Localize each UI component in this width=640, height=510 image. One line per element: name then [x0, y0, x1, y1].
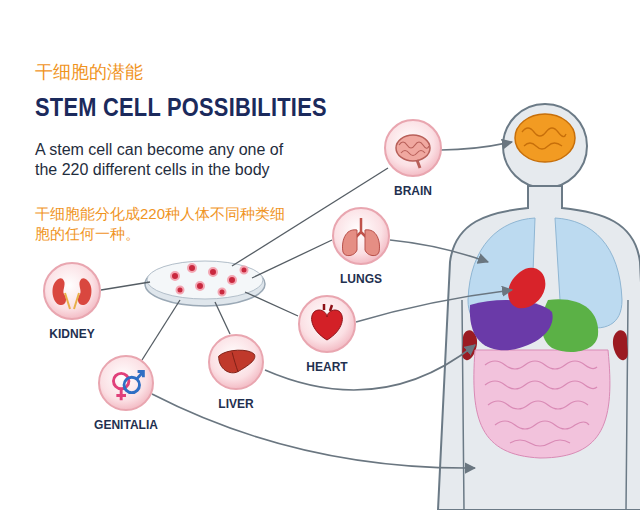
organ-icon — [97, 354, 155, 412]
organ-label: KIDNEY — [38, 327, 106, 341]
organ-icon — [207, 333, 265, 391]
chinese-description: 干细胞能分化成220种人体不同种类细胞的任何一种。 — [35, 204, 290, 244]
organ-label: GENITALIA — [90, 418, 162, 432]
description-text: A stem cell can become any one of the 22… — [35, 140, 300, 180]
organ-circle: BRAIN — [379, 118, 447, 198]
organ-icon — [331, 206, 391, 266]
leader-lines — [101, 168, 388, 360]
chinese-heading: 干细胞的潜能 — [35, 60, 335, 84]
organ-label: LIVER — [203, 397, 269, 411]
organ-icon — [383, 118, 443, 178]
organ-circle: HEART — [293, 294, 361, 374]
title: STEM CELL POSSIBILITIES — [35, 92, 327, 123]
organ-circle: GENITALIA — [90, 354, 162, 432]
petri-dish — [145, 261, 265, 306]
body-silhouette — [438, 104, 640, 510]
organ-icon — [42, 261, 102, 321]
organ-label: BRAIN — [379, 184, 447, 198]
organ-circle: LIVER — [203, 333, 269, 411]
organ-icon — [297, 294, 357, 354]
organ-label: LUNGS — [327, 272, 395, 286]
organ-circle: KIDNEY — [38, 261, 106, 341]
organ-arrows — [152, 142, 512, 468]
organ-circle: LUNGS — [327, 206, 395, 286]
organ-label: HEART — [293, 360, 361, 374]
organs — [462, 114, 628, 458]
